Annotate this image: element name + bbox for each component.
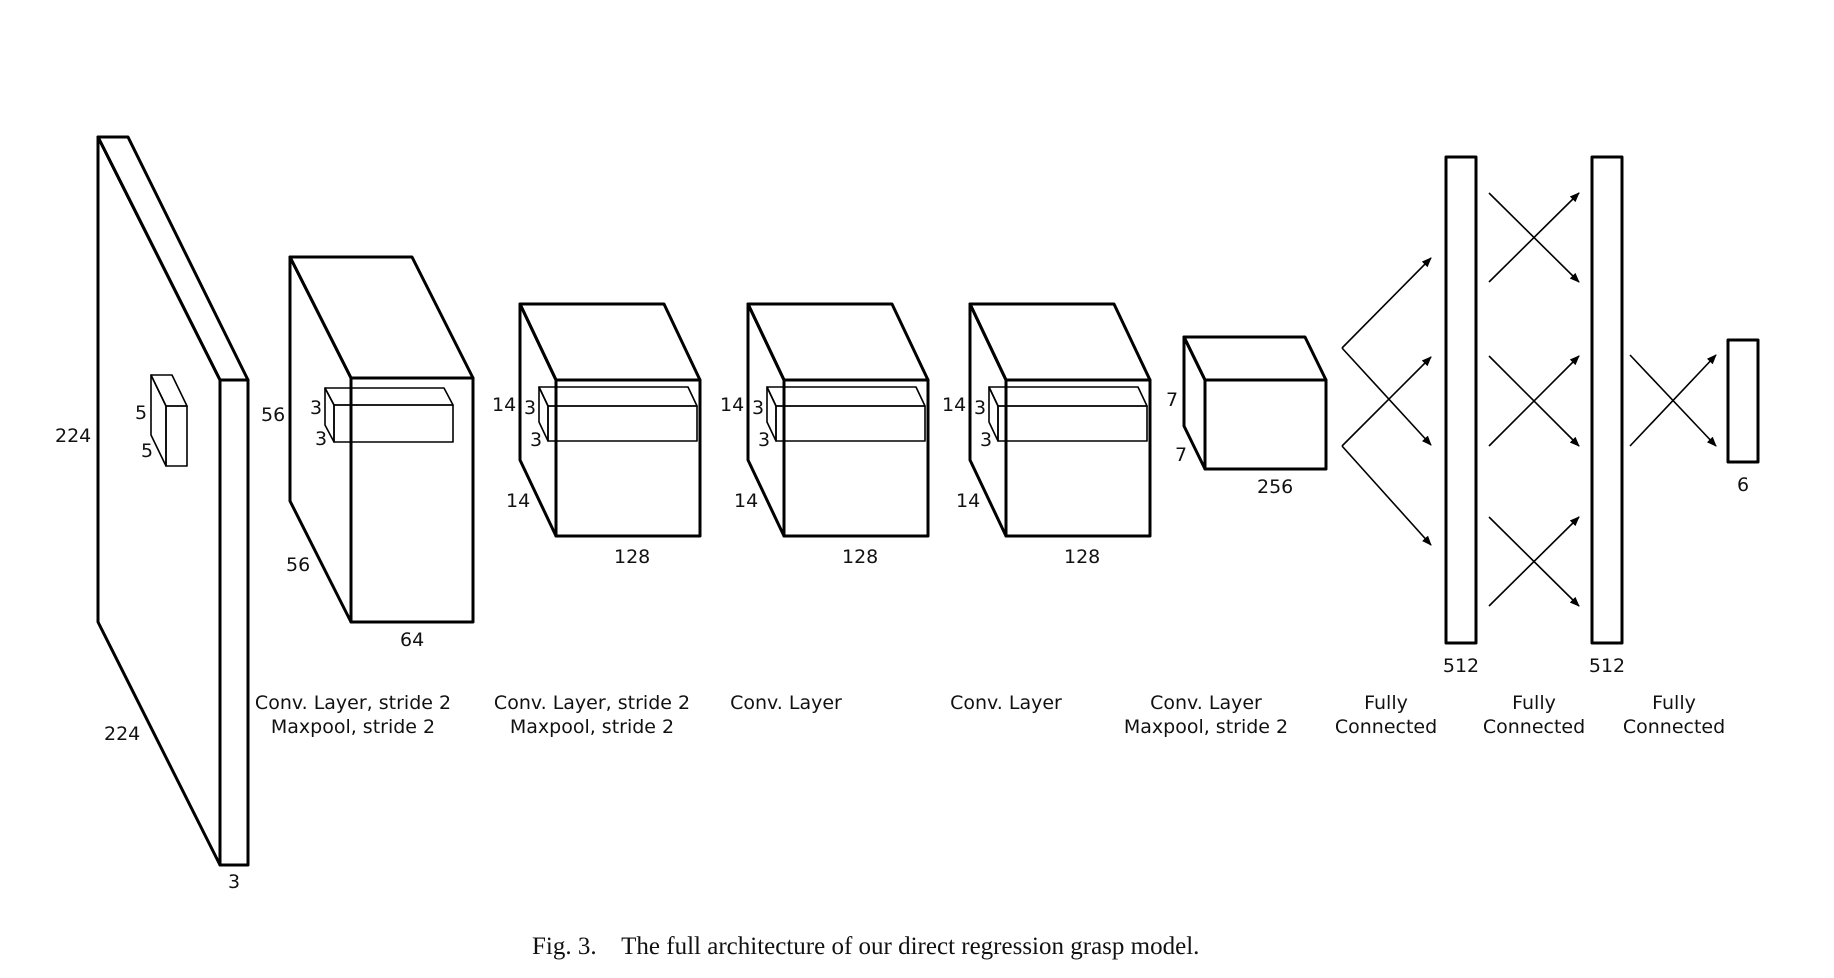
conv-block-5: 7 7 256 Conv. Layer Maxpool, stride 2	[1124, 335, 1328, 738]
conv-block-4-kernel-1-label: 3	[974, 397, 986, 419]
conv-block-1-kernel-1-label: 3	[310, 397, 322, 419]
conv-block-2-depth-label: 128	[614, 546, 650, 568]
conv-block-4: 14 14 128 3 3 Conv. Layer	[942, 302, 1152, 714]
conv-block-3-kernel-1-label: 3	[752, 397, 764, 419]
conv-block-1-kernel-2-label: 3	[315, 428, 327, 450]
conv-block-5-label-line-1: Conv. Layer	[1150, 692, 1262, 714]
conv-block-5-label-line-2: Maxpool, stride 2	[1124, 716, 1288, 738]
conv-block-3-top-label: 14	[720, 394, 744, 416]
input-width-label: 224	[104, 723, 140, 745]
conv-block-4-side-label: 14	[956, 490, 980, 512]
connection-arrows-1	[1341, 257, 1432, 546]
conv-block-4-kernel-2-label: 3	[980, 429, 992, 451]
conv-block-2-kernel-2-label: 3	[530, 429, 542, 451]
conv-block-2-side-label: 14	[506, 490, 530, 512]
input-height-label: 224	[55, 425, 91, 447]
connection-arrows-3	[1629, 354, 1717, 447]
conv-block-2-label-line-2: Maxpool, stride 2	[510, 716, 674, 738]
conv-block-5-side-label: 7	[1175, 444, 1187, 466]
conv-block-1-depth-label: 64	[400, 629, 424, 651]
fc-layer-2: 512	[1589, 155, 1625, 677]
conv-block-1-kernel	[324, 387, 454, 443]
kernel-width-label: 5	[141, 440, 153, 462]
fc-3-label-line-1: Fully	[1652, 692, 1696, 714]
conv-block-1-side-label: 56	[286, 554, 310, 576]
conv-block-2: 14 14 128 3 3 Conv. Layer, stride 2 Maxp…	[492, 302, 702, 738]
conv-block-4-top-label: 14	[942, 394, 966, 416]
conv-block-1-label-line-2: Maxpool, stride 2	[271, 716, 435, 738]
fc-2-label-line-2: Connected	[1483, 716, 1585, 738]
conv-block-2-label-line-1: Conv. Layer, stride 2	[494, 692, 690, 714]
input-kernel	[150, 374, 188, 467]
conv-block-3-kernel	[766, 386, 926, 442]
conv-block-1-label-line-1: Conv. Layer, stride 2	[255, 692, 451, 714]
conv-block-3-side-label: 14	[734, 490, 758, 512]
conv-block-3-depth-label: 128	[842, 546, 878, 568]
fc-3-label-line-2: Connected	[1623, 716, 1725, 738]
fc-layer-1-size-label: 512	[1443, 655, 1479, 677]
conv-block-2-kernel-1-label: 3	[524, 397, 536, 419]
conv-block-3-label-line-1: Conv. Layer	[730, 692, 842, 714]
conv-block-5-depth-label: 256	[1257, 476, 1293, 498]
fc-2-label-line-1: Fully	[1512, 692, 1556, 714]
conv-block-2-kernel	[538, 386, 698, 442]
input-depth-label: 3	[228, 871, 240, 893]
conv-block-3: 14 14 128 3 3 Conv. Layer	[720, 302, 930, 714]
fc-output-layer: 6	[1726, 338, 1760, 496]
conv-block-5-top-label: 7	[1166, 389, 1178, 411]
figure-caption: Fig. 3. The full architecture of our dir…	[532, 933, 1199, 960]
conv-block-3-kernel-2-label: 3	[758, 429, 770, 451]
fc-1-label-line-1: Fully	[1364, 692, 1408, 714]
input-layer: 224 224 3 5 5	[55, 135, 250, 893]
kernel-height-label: 5	[135, 402, 147, 424]
conv-block-2-top-label: 14	[492, 394, 516, 416]
connection-arrows-2	[1488, 192, 1580, 607]
conv-block-1: 56 56 64 3 3 Conv. Layer, stride 2 Maxpo…	[255, 255, 475, 738]
fc-layer-1: 512	[1443, 155, 1479, 677]
conv-block-4-kernel	[988, 386, 1148, 442]
conv-block-4-label-line-1: Conv. Layer	[950, 692, 1062, 714]
fc-output-size-label: 6	[1737, 474, 1749, 496]
conv-block-1-top-label: 56	[261, 404, 285, 426]
fc-1-label-line-2: Connected	[1335, 716, 1437, 738]
conv-block-4-depth-label: 128	[1064, 546, 1100, 568]
fc-layer-2-size-label: 512	[1589, 655, 1625, 677]
